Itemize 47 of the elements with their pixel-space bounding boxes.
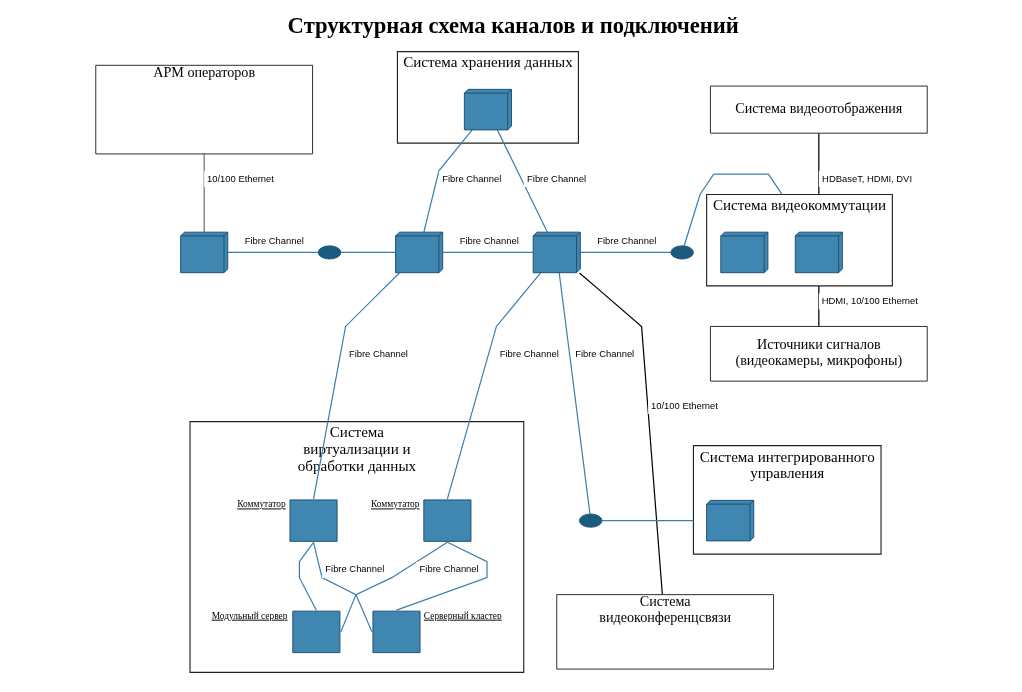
connector [817, 285, 819, 327]
node-label: Коммутатор [370, 499, 420, 510]
node-ellipse [578, 513, 602, 528]
edge-label: Fibre Channel [441, 172, 501, 184]
edge-label: HDBaseT, HDMI, DVI [821, 172, 912, 184]
connector [395, 541, 488, 611]
node-box: Источники сигналов (видеокамеры, микрофоны) [709, 325, 928, 382]
node-label: Серверный кластер [423, 610, 502, 621]
connector [578, 272, 663, 596]
edge-label: Fibre Channel [244, 235, 304, 247]
edge-label: HDMI, 10/100 Ethernet [821, 295, 918, 307]
cluster: Система хранения данных [396, 51, 579, 144]
connector [339, 251, 396, 254]
node-box: Система видеоконференцсвязи [555, 594, 774, 670]
edge-label: 10/100 Ethernet [650, 399, 718, 411]
diagram-title: Структурная схема каналов и подключений [287, 12, 739, 38]
edge-label: Fibre Channel [499, 347, 559, 359]
edge-label: Fibre Channel [459, 235, 519, 247]
connector [496, 129, 548, 233]
edge-label: Fibre Channel [419, 563, 479, 575]
connector [579, 251, 671, 254]
node-ellipse [317, 245, 341, 260]
node-label: Коммутатор [236, 499, 286, 510]
edge-label: Fibre Channel [574, 347, 634, 359]
connector [339, 541, 448, 633]
edge-label: 10/100 Ethernet [206, 172, 274, 184]
connector [422, 129, 473, 233]
connector [683, 173, 783, 247]
connector [558, 272, 591, 515]
connector [312, 541, 373, 633]
edge-label: Fibre Channel [526, 172, 586, 184]
connector [312, 272, 400, 500]
edge-label: Fibre Channel [348, 347, 408, 359]
node-box: АРМ операторов [94, 64, 313, 155]
connector [446, 272, 541, 500]
edge-label: Fibre Channel [324, 563, 384, 575]
edge-label: Fibre Channel [596, 235, 656, 247]
node-ellipse [669, 245, 694, 260]
connector [298, 541, 317, 611]
connector [441, 251, 534, 254]
connector [601, 520, 694, 522]
connector [817, 132, 819, 196]
cluster: Система интегрированного управления [692, 445, 882, 555]
node-box: Система видеоотображения [709, 85, 928, 134]
connector [226, 251, 319, 254]
cluster: Система видеокоммутации [705, 193, 893, 287]
node-label: Модульный сервер [211, 610, 288, 621]
